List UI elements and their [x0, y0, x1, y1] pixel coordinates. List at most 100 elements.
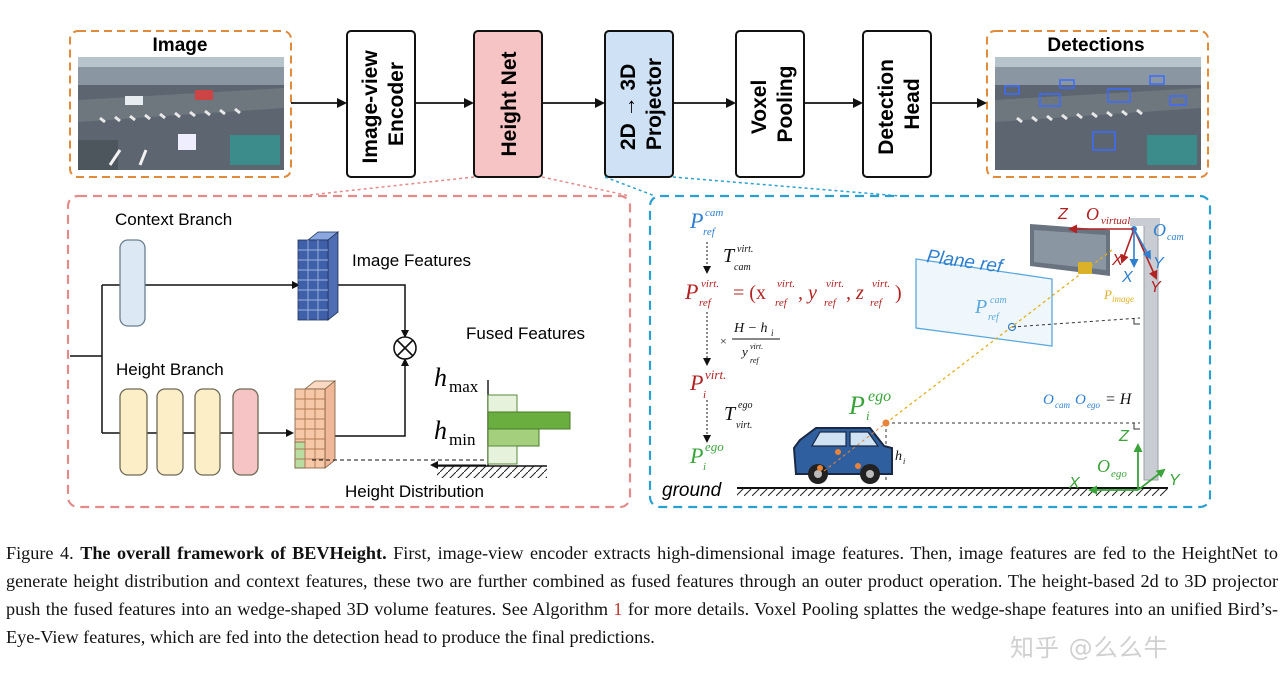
svg-text:P: P [689, 443, 703, 468]
svg-text:ref: ref [775, 297, 789, 309]
svg-text:cam: cam [1167, 232, 1184, 243]
detections-label: Detections [1047, 35, 1144, 56]
cam-axis-y-red-label: Y [1150, 279, 1162, 296]
svg-text:virt.: virt. [826, 278, 844, 290]
svg-text:virt.: virt. [705, 367, 726, 382]
module-projector-line2: Projector [643, 58, 666, 150]
svg-text:O: O [1153, 220, 1166, 240]
module-height-net: Height Net [473, 30, 543, 178]
svg-text:H − h: H − h [733, 321, 768, 336]
cam-axis-x-red-label: X [1111, 252, 1124, 269]
h-min-symbol: h [434, 416, 447, 445]
svg-text:T: T [724, 403, 737, 425]
ego-axis-z-label: Z [1118, 428, 1130, 445]
image-label: Image [153, 35, 208, 56]
svg-text:ref: ref [988, 312, 1000, 323]
cam-axis-z-label: Z [1057, 206, 1069, 223]
svg-text:Detection Head: Detection Head [875, 53, 924, 155]
fused-features-label: Fused Features [466, 324, 585, 343]
svg-text:y: y [740, 344, 748, 359]
svg-text:P: P [974, 296, 987, 318]
svg-text:i: i [771, 328, 774, 338]
outer-product-icon [393, 336, 417, 360]
camera-pole [1030, 218, 1160, 481]
module-encoder-line1: Image-view [359, 50, 382, 164]
caption-title: The overall framework of BEVHeight. [80, 543, 387, 563]
projector-detail-panel: P cam ref T virt. cam P virt. ref = (x v… [648, 194, 1212, 509]
module-voxel-line2: Pooling [774, 66, 797, 143]
module-head-line2: Head [901, 78, 924, 129]
svg-text:Voxel Pooling: Voxel Pooling [748, 66, 797, 143]
svg-text:P: P [684, 279, 698, 304]
caption-figure-number: Figure 4. [6, 543, 74, 563]
reference-plane: Plane ref P cam ref [915, 246, 1053, 347]
module-image-view-encoder: Image-view Encoder [346, 30, 416, 178]
svg-text:P: P [689, 370, 703, 395]
caption-body-part2: for more details. Voxel Pooling splattes… [6, 599, 1279, 647]
svg-text:virt.: virt. [872, 278, 890, 290]
svg-text:O: O [1075, 392, 1086, 408]
svg-text:virt.: virt. [736, 420, 752, 431]
svg-text:virtual: virtual [1101, 215, 1130, 227]
svg-text:, z: , z [846, 282, 864, 304]
svg-text:×: × [720, 334, 727, 348]
svg-text:cam: cam [705, 207, 723, 219]
h-max-symbol: h [434, 363, 447, 392]
svg-text:ego: ego [1087, 400, 1100, 410]
svg-text:P: P [1103, 287, 1112, 302]
zoom-connectors [299, 176, 901, 197]
height-distribution-histogram [312, 380, 571, 478]
svg-text:virt.: virt. [737, 244, 753, 255]
svg-text:ego: ego [705, 439, 724, 454]
module-detection-head: Detection Head [862, 30, 932, 178]
watermark: 知乎 @么么牛 [1010, 634, 1169, 662]
svg-text:Image-view Encoder: Image-view Encoder [359, 44, 408, 163]
traffic-scene-image [78, 57, 284, 170]
image-features-label: Image Features [352, 251, 471, 270]
svg-text:image: image [1112, 294, 1134, 304]
svg-text:O: O [1097, 456, 1110, 476]
svg-text:O: O [1043, 392, 1054, 408]
svg-text:ref: ref [870, 297, 884, 309]
svg-text:, y: , y [798, 282, 817, 304]
svg-text:virt.: virt. [701, 278, 719, 290]
image-features-cube [297, 231, 340, 321]
height-branch-label: Height Branch [116, 360, 224, 379]
module-encoder-line2: Encoder [385, 62, 408, 146]
cam-axis-x-blue-label: X [1121, 269, 1134, 286]
image-panel: Image [69, 30, 292, 178]
height-block-3 [194, 388, 221, 476]
svg-text:P: P [848, 391, 865, 420]
svg-text:2D → 3D Projector: 2D → 3D Projector [617, 58, 666, 150]
svg-text:ego: ego [738, 400, 752, 411]
caption-body-part1: First, image-view encoder extracts high-… [6, 543, 1279, 619]
svg-text:T: T [723, 245, 736, 267]
context-branch-label: Context Branch [115, 210, 232, 229]
ego-axis-y-label: Y [1169, 472, 1181, 489]
svg-text:cam: cam [1055, 400, 1070, 410]
svg-text:h: h [895, 449, 902, 464]
svg-text:ref: ref [824, 297, 838, 309]
detections-scene-image [995, 57, 1201, 170]
caption-algorithm-link[interactable]: 1 [613, 599, 623, 619]
svg-text:virt.: virt. [777, 278, 795, 290]
ground-label: ground [662, 480, 723, 501]
module-2d-3d-projector: 2D → 3D Projector [604, 30, 674, 178]
module-head-line1: Detection [875, 59, 898, 155]
svg-text:O: O [1086, 204, 1099, 224]
svg-text:cam: cam [990, 295, 1007, 306]
module-height-net-label: Height Net [498, 51, 521, 156]
svg-text:ref: ref [699, 297, 713, 309]
height-block-2 [156, 388, 184, 476]
svg-text:i: i [866, 408, 870, 423]
height-distribution-label: Height Distribution [345, 482, 484, 501]
cam-axis-y-blue-label: Y [1153, 255, 1165, 272]
detections-panel: Detections [986, 30, 1209, 178]
fused-features-cube [294, 380, 337, 469]
module-projector-line1: 2D → 3D [617, 64, 640, 150]
module-voxel-line1: Voxel [748, 80, 771, 134]
figure-caption: Figure 4. The overall framework of BEVHe… [6, 539, 1278, 651]
svg-text:ego: ego [868, 388, 891, 405]
car-icon [792, 419, 893, 484]
module-voxel-pooling: Voxel Pooling [735, 30, 805, 178]
